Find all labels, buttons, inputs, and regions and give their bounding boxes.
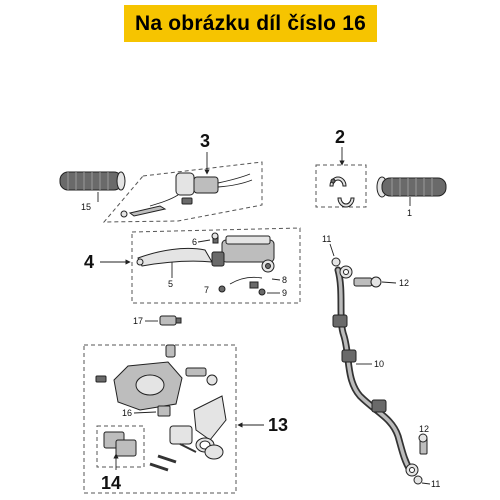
group-2: 2 xyxy=(315,127,367,208)
brake-hose: 10 xyxy=(332,266,414,474)
cable-end xyxy=(120,210,128,218)
group-14-box xyxy=(96,425,145,468)
title-banner: Na obrázku díl číslo 16 xyxy=(124,5,377,42)
group-4-box xyxy=(131,227,301,304)
group-13: 13 16 xyxy=(83,344,288,494)
label-15: 15 xyxy=(81,202,91,212)
label-10: 10 xyxy=(374,359,384,369)
brake-pad-2 xyxy=(115,439,137,457)
bolt-17: 17 xyxy=(133,315,182,326)
label-6: 6 xyxy=(192,237,197,247)
group-13-box xyxy=(83,344,237,494)
caliper-bracket xyxy=(193,395,227,441)
lead-11a xyxy=(329,243,335,257)
label-16: 16 xyxy=(122,408,132,418)
label-9: 9 xyxy=(282,288,287,298)
label-12a: 12 xyxy=(399,278,409,288)
label-14: 14 xyxy=(101,473,121,493)
label-1: 1 xyxy=(407,208,412,218)
lead-8 xyxy=(271,278,281,281)
brake-lever xyxy=(137,247,213,267)
top-banjo: 11 12 xyxy=(322,234,409,288)
group-3-box xyxy=(102,161,263,223)
title-text: Na obrázku díl číslo 16 xyxy=(134,11,366,35)
group-4: 4 6 5 7 8 9 xyxy=(84,227,301,304)
label-3: 3 xyxy=(200,131,210,151)
switch-assembly xyxy=(120,172,253,218)
label-7: 7 xyxy=(204,285,209,295)
label-11a: 11 xyxy=(322,234,331,244)
bottom-banjo: 12 11 xyxy=(405,424,440,489)
group-3: 3 xyxy=(102,131,263,223)
label-8: 8 xyxy=(282,275,287,285)
label-17: 17 xyxy=(133,316,143,326)
label-13: 13 xyxy=(268,415,288,435)
label-2: 2 xyxy=(335,127,345,147)
label-5: 5 xyxy=(168,279,173,289)
lead-11b xyxy=(421,482,431,485)
label-11b: 11 xyxy=(431,479,440,489)
lead-16 xyxy=(133,411,157,414)
lead-12a xyxy=(381,281,397,284)
lead-6 xyxy=(197,239,211,243)
right-grip: 1 xyxy=(376,176,447,218)
label-4: 4 xyxy=(84,252,94,272)
group-14: 14 xyxy=(96,425,145,493)
left-grip: 15 xyxy=(59,171,126,212)
label-12b: 12 xyxy=(419,424,429,434)
